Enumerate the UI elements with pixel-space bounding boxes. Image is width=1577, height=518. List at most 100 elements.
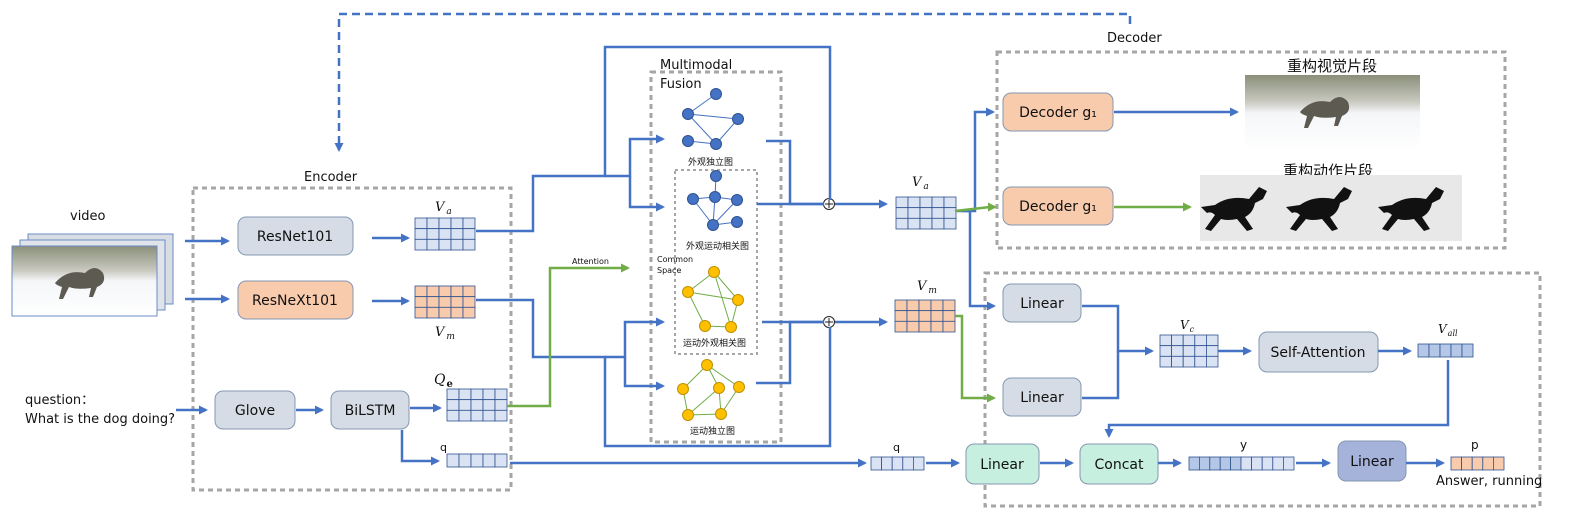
grid-cell <box>494 409 508 422</box>
answer-label: Answer, running <box>1436 474 1542 489</box>
grid-cell <box>458 388 472 401</box>
grid-cell <box>482 399 496 411</box>
grid-cell <box>1182 334 1196 347</box>
grid-cell <box>891 456 904 471</box>
svg-text:Concat: Concat <box>1095 457 1144 473</box>
grid-cell <box>438 228 452 240</box>
q-mid-label: q <box>893 441 900 454</box>
glove-box: Glove <box>214 390 296 430</box>
grid-cell <box>470 409 484 422</box>
decoder-box-2: Decoder g₁ <box>1002 186 1114 226</box>
grid-cell <box>446 388 460 401</box>
va-enc-grid <box>414 217 476 251</box>
p-grid <box>1450 456 1505 471</box>
grid-cell <box>426 217 440 230</box>
grid-cell <box>414 228 428 240</box>
app-motion-graph-label: 外观运动相关图 <box>686 240 749 252</box>
grid-cell <box>470 399 484 411</box>
q-small-grid <box>446 453 508 468</box>
grid-cell <box>1283 456 1295 471</box>
svg-text:Glove: Glove <box>235 403 275 419</box>
grid-cell <box>943 207 957 219</box>
grid-cell <box>470 453 484 468</box>
grid-cell <box>462 217 476 230</box>
grid-cell <box>1219 456 1231 471</box>
grid-cell <box>907 217 921 230</box>
grid-cell <box>894 299 908 312</box>
appearance-graph-label: 外观独立图 <box>688 156 733 168</box>
reconstruct-visual-label: 重构视觉片段 <box>1287 57 1377 75</box>
grid-cell <box>414 306 428 319</box>
concat-box: Concat <box>1079 443 1159 485</box>
grid-cell <box>446 399 460 411</box>
grid-cell <box>918 310 932 322</box>
grid-cell <box>918 299 932 312</box>
grid-cell <box>931 217 945 230</box>
grid-cell <box>482 388 496 401</box>
grid-cell <box>414 285 428 298</box>
qe-label: Qe <box>434 372 453 390</box>
fusion-label-1: Multimodal <box>660 58 732 73</box>
grid-cell <box>931 196 945 209</box>
grid-cell <box>1450 456 1463 471</box>
grid-cell <box>919 196 933 209</box>
grid-cell <box>1240 456 1253 471</box>
svg-text:ResNeXt101: ResNeXt101 <box>252 293 338 309</box>
decoder-box-1: Decoder g₁ <box>1002 92 1114 132</box>
grid-cell <box>918 320 932 333</box>
common-space-label-1: Common <box>657 255 693 264</box>
linear-box-out: Linear <box>1337 440 1407 482</box>
fusion-region <box>649 70 783 444</box>
grid-cell <box>494 399 508 411</box>
grid-cell <box>930 310 944 322</box>
grid-cell <box>907 207 921 219</box>
grid-cell <box>1261 456 1274 471</box>
grid-cell <box>895 217 909 230</box>
encoder-label: Encoder <box>304 170 358 185</box>
grid-cell <box>1439 343 1452 358</box>
va-dec-grid <box>895 196 957 230</box>
vall-label: Vall <box>1438 322 1458 338</box>
grid-cell <box>1417 343 1430 358</box>
vc-grid <box>1159 334 1219 368</box>
grid-cell <box>450 217 464 230</box>
motion-app-graph-label: 运动外观相关图 <box>683 337 746 349</box>
grid-cell <box>930 320 944 333</box>
reconstructed-motion-image <box>1200 175 1462 241</box>
appearance-graph <box>682 88 744 150</box>
grid-cell <box>450 296 464 308</box>
motion-graph-label: 运动独立图 <box>690 425 735 437</box>
grid-cell <box>426 306 440 319</box>
qe-grid <box>446 388 508 422</box>
grid-cell <box>1450 343 1463 358</box>
grid-cell <box>1194 334 1207 347</box>
grid-cell <box>931 207 945 219</box>
question-text: What is the dog doing? <box>25 412 175 427</box>
common-space-label-2: Space <box>657 266 681 275</box>
grid-cell <box>906 299 920 312</box>
grid-cell <box>482 409 496 422</box>
sum-node-top <box>823 198 835 210</box>
grid-cell <box>1206 345 1219 357</box>
grid-cell <box>426 228 440 240</box>
grid-cell <box>1171 345 1184 357</box>
grid-cell <box>1482 456 1494 471</box>
grid-cell <box>1206 355 1219 368</box>
grid-cell <box>462 285 476 298</box>
grid-cell <box>414 217 428 230</box>
svg-text:Decoder g₁: Decoder g₁ <box>1019 105 1097 121</box>
vall-grid <box>1417 343 1474 358</box>
common-space-region <box>674 169 758 355</box>
grid-cell <box>913 456 925 471</box>
grid-cell <box>462 228 476 240</box>
grid-cell <box>1251 456 1263 471</box>
grid-cell <box>895 207 909 219</box>
grid-cell <box>438 306 452 319</box>
grid-cell <box>907 196 921 209</box>
resnet-box: ResNet101 <box>237 216 354 256</box>
grid-cell <box>482 453 496 468</box>
svg-text:ResNet101: ResNet101 <box>257 229 333 245</box>
